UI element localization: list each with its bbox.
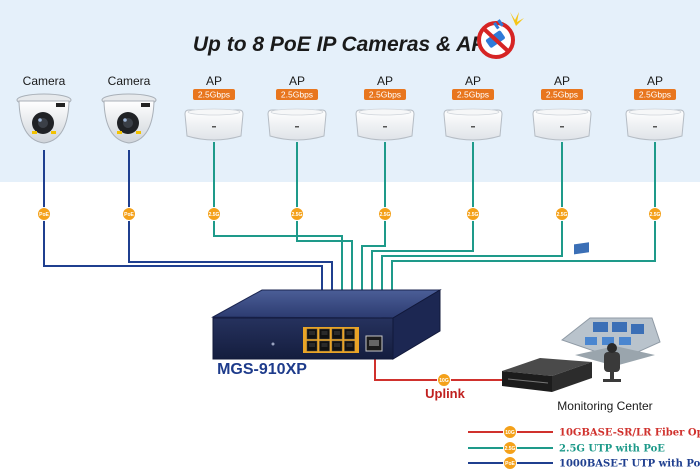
cable-ap-5 [361,142,386,296]
ap-speed-text: 2.5Gbps [546,90,578,100]
ap-label: AP [377,74,393,88]
monitoring-center-icon [560,242,661,382]
cable-ap-3 [213,142,343,296]
port-badge-text: 2.5G [292,212,303,218]
legend-badge-text: 2.5G [505,446,516,452]
port-badge: 2.5G [378,207,392,221]
ap-speed-text: 2.5Gbps [639,90,671,100]
port-badge: PoE [37,207,51,221]
monitoring-center-label: Monitoring Center [557,399,652,413]
cable-ap-8 [391,142,656,296]
port-badge: PoE [122,207,136,221]
port-badge-text: 2.5G [380,212,391,218]
ap-label: AP [465,74,481,88]
cable-ap-7 [381,142,563,296]
camera-label: Camera [23,74,66,88]
cable-legend: 10G 10GBASE-SR/LR Fiber Optic 2.5G 2.5G UTP… [468,425,700,470]
dome-camera-icon [101,93,157,144]
access-point-icon [267,108,327,141]
cable-uplink-fiber [374,351,510,381]
legend-badge-text: PoE [505,461,515,467]
access-point-icon [625,108,685,141]
cable-camera-2 [128,150,333,296]
switch-model-label: MGS-910XP [217,361,307,378]
access-point-icon [443,108,503,141]
legend-row: 10G 10GBASE-SR/LR Fiber Optic [468,425,700,439]
access-point-icon [355,108,415,141]
uplink-label: Uplink [425,386,465,401]
port-badge-text: 2.5G [209,212,220,218]
port-badge-text: 2.5G [557,212,568,218]
ap-8: AP 2.5Gbps 2.5G [625,74,685,221]
legend-label: 10GBASE-SR/LR Fiber Optic [559,428,700,439]
cable-ap-6 [371,142,474,296]
ap-speed-tag: 2.5Gbps [452,89,494,100]
ap-speed-text: 2.5Gbps [281,90,313,100]
device-area-background [0,0,700,182]
ap-5: AP 2.5Gbps 2.5G [355,74,415,221]
port-badge-text: 2.5G [650,212,661,218]
ap-speed-text: 2.5Gbps [457,90,489,100]
no-power-adapter-icon [477,12,524,59]
ap-label: AP [289,74,305,88]
ap-6: AP 2.5Gbps 2.5G [443,74,503,221]
ap-speed-tag: 2.5Gbps [364,89,406,100]
ap-speed-tag: 2.5Gbps [276,89,318,100]
access-point-icon [184,108,244,141]
port-badge-text: PoE [39,212,49,218]
ap-label: AP [206,74,222,88]
cable-network: 10G [43,142,656,387]
ap-speed-text: 2.5Gbps [198,90,230,100]
headline: Up to 8 PoE IP Cameras & APs [193,33,497,56]
ap-speed-tag: 2.5Gbps [634,89,676,100]
camera-label: Camera [108,74,151,88]
nvr-recorder [502,358,592,392]
legend-badge: 2.5G [503,441,517,455]
port-badge-text: PoE [124,212,134,218]
device-row: CameraPoECameraPoEAP2.5Gbps2.5GAP2.5Gbps… [16,74,685,221]
legend-badge: PoE [503,456,517,470]
ap-label: AP [647,74,663,88]
ap-speed-text: 2.5Gbps [369,90,401,100]
legend-row: PoE 1000BASE-T UTP with PoE [468,456,700,470]
legend-label: 2.5G UTP with PoE [559,444,665,455]
uplink-badge: 10G [437,373,451,387]
ap-speed-tag: 2.5Gbps [541,89,583,100]
ap-7: AP 2.5Gbps 2.5G [532,74,592,221]
legend-badge: 10G [503,425,517,439]
rj45-ports [306,328,355,352]
legend-label: 1000BASE-T UTP with PoE [559,459,700,470]
dome-camera-icon [16,93,72,144]
ap-3: AP 2.5Gbps 2.5G [184,74,244,221]
port-badge: 2.5G [290,207,304,221]
port-badge: 2.5G [466,207,480,221]
port-badge: 2.5G [555,207,569,221]
access-point-icon [532,108,592,141]
ap-speed-tag: 2.5Gbps [193,89,235,100]
port-badge: 2.5G [648,207,662,221]
legend-badge-text: 10G [505,430,515,436]
ap-label: AP [554,74,570,88]
cable-ap-4 [296,142,353,296]
port-badge-text: 2.5G [468,212,479,218]
port-badge: 2.5G [207,207,221,221]
mgs-910xp-switch [211,289,442,360]
ap-4: AP 2.5Gbps 2.5G [267,74,327,221]
legend-row: 2.5G 2.5G UTP with PoE [468,441,665,455]
uplink-badge-text: 10G [439,378,449,384]
